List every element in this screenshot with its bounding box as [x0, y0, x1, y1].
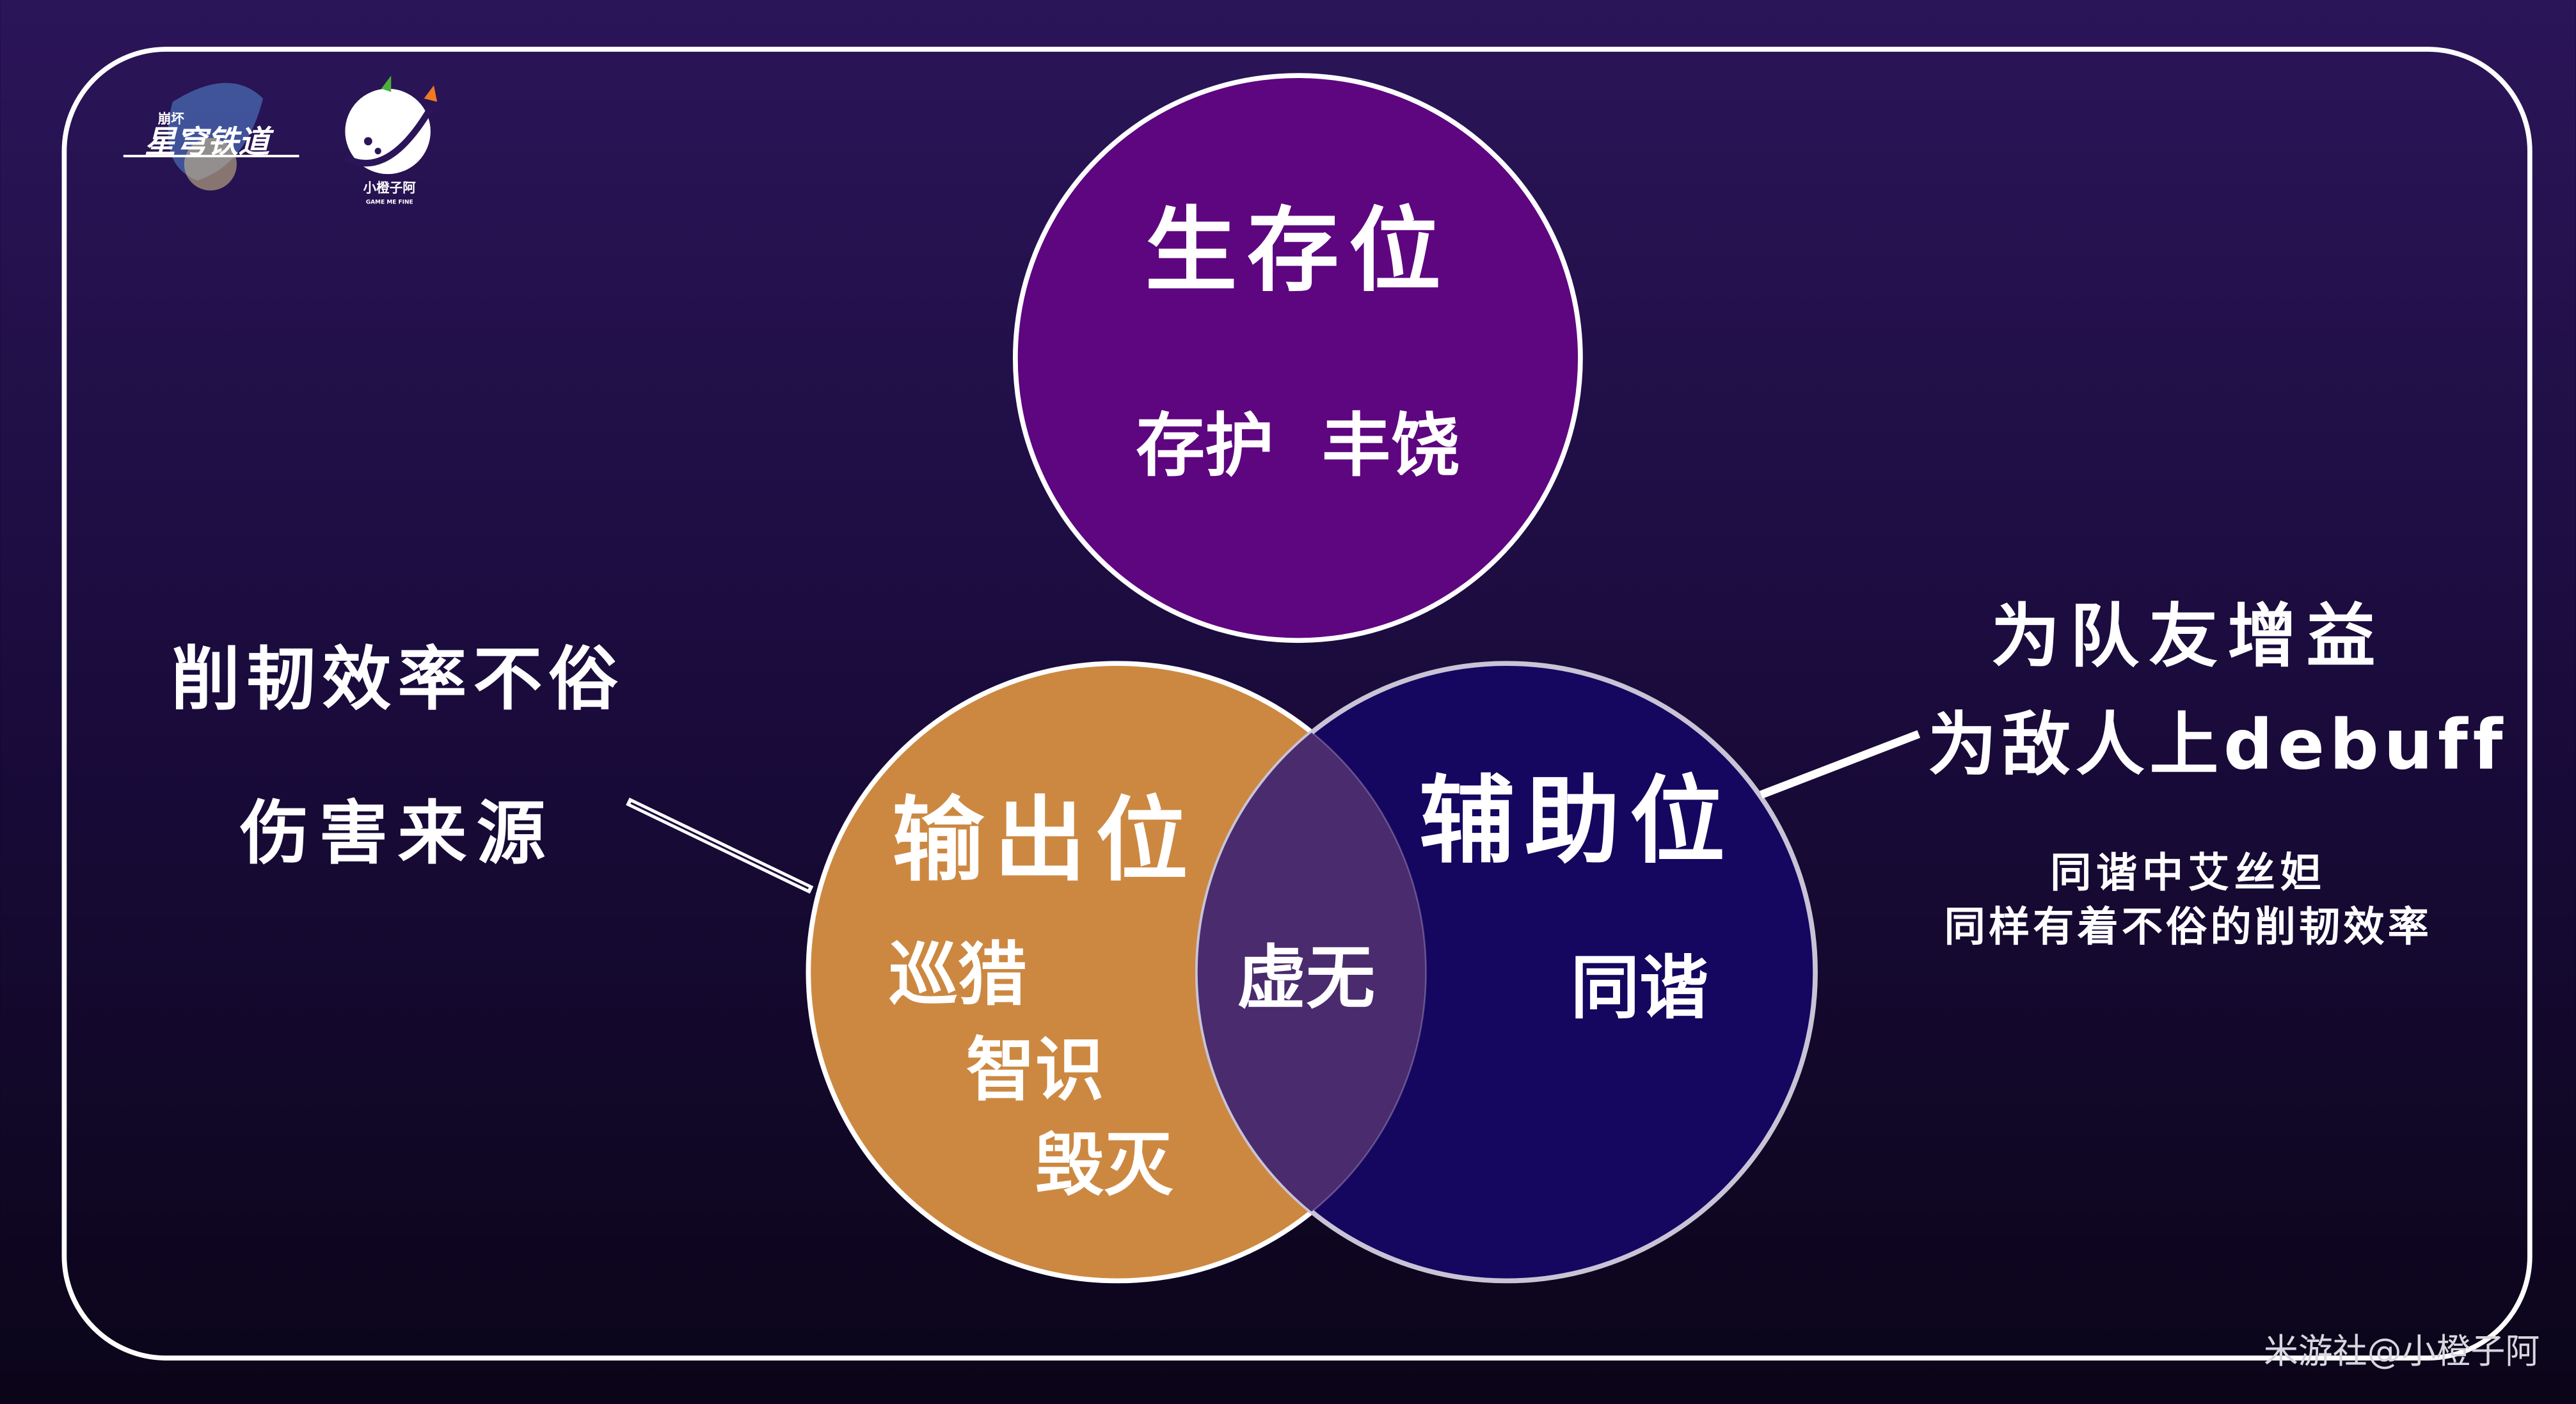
watermark: 米游社@小橙子阿: [2264, 1331, 2540, 1371]
damage-path-erudition: 智识: [966, 1030, 1104, 1110]
left-note-toughness: 削韧效率不俗: [171, 640, 624, 720]
right-note-debuff: 为敌人上debuff: [1928, 705, 2508, 785]
creator-logo-name: 小橙子阿: [363, 180, 417, 195]
survival-role-title: 生存位: [1145, 198, 1451, 304]
game-logo-title: 星穹铁道: [145, 124, 274, 161]
left-connector-line: [626, 798, 814, 894]
right-note-asta-toughness: 同样有着不俗的削韧效率: [1944, 903, 2432, 951]
right-note-buff: 为队友增益: [1991, 597, 2385, 677]
game-logo: 崩坏 星穹铁道: [123, 83, 299, 191]
support-path-harmony: 同谐: [1571, 948, 1709, 1028]
right-note-asta: 同谐中艾丝妲: [2050, 849, 2326, 897]
overlap-path-nihility: 虚无: [1237, 938, 1375, 1018]
right-connector-line: [1760, 730, 1921, 799]
survival-role-paths: 存护 丰饶: [1136, 406, 1459, 486]
survival-role-circle: [1012, 73, 1583, 643]
damage-path-hunt: 巡猎: [889, 935, 1027, 1015]
damage-path-destruction: 毁灭: [1035, 1126, 1173, 1206]
support-role-title: 辅助位: [1419, 766, 1735, 877]
damage-role-title: 输出位: [892, 787, 1197, 894]
game-logo-subtitle: 崩坏: [158, 111, 185, 127]
creator-logo: 小橙子阿 GAME ME FINE: [343, 75, 438, 205]
overlap-region: [1197, 663, 1426, 1281]
damage-circle-edge: [807, 662, 1427, 1282]
frame-border: [61, 47, 2532, 1361]
creator-logo-tagline: GAME ME FINE: [366, 199, 413, 205]
left-note-damage-source: 伤害来源: [239, 794, 555, 874]
